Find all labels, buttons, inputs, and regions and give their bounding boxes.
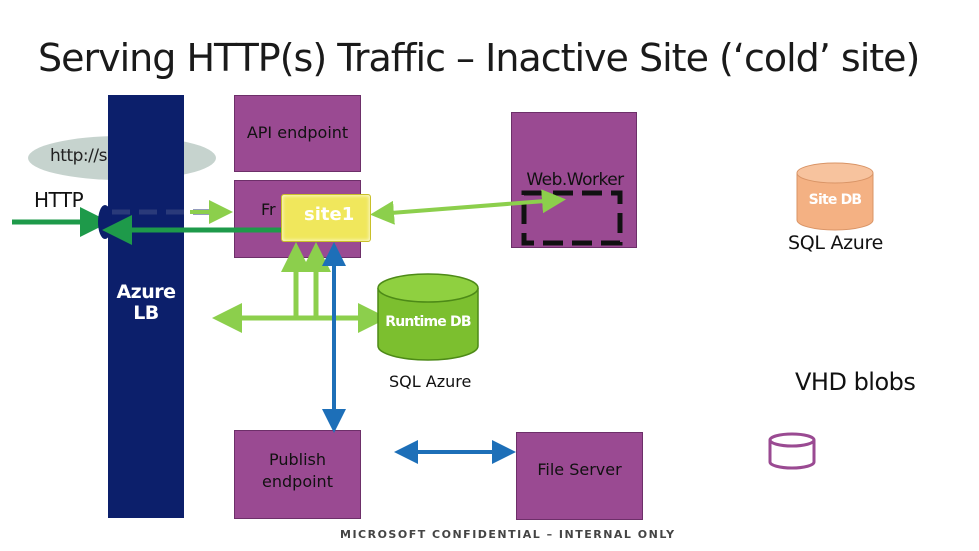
http-label: HTTP (34, 188, 84, 212)
azure-lb-label: Azure LB (108, 282, 184, 324)
file-server-box: File Server (516, 432, 643, 520)
lb-entry-blob (98, 205, 112, 239)
site-db-cylinder (796, 162, 874, 231)
vhd-blob-icon (768, 432, 816, 470)
api-endpoint-label: API endpoint (246, 123, 349, 142)
front-end-label: Fr (261, 200, 276, 219)
runtime-db-label: Runtime DB (385, 314, 471, 330)
runtime-db-cylinder (377, 273, 479, 361)
sql-azure-site-label: SQL Azure (788, 232, 884, 254)
file-server-label: File Server (537, 460, 622, 479)
site1-highlight: site1 (281, 194, 371, 242)
azure-lb-label-line1: Azure (116, 281, 176, 303)
site1-worker-arrow (370, 189, 566, 225)
publish-line2: endpoint (262, 472, 333, 491)
sql-azure-runtime-label: SQL Azure (389, 372, 472, 391)
vhd-blobs-label: VHD blobs (795, 368, 916, 396)
site-db-label: Site DB (808, 192, 862, 208)
site1-label: site1 (304, 204, 355, 225)
azure-lb-label-line2: LB (133, 302, 159, 324)
confidential-footer: MICROSOFT CONFIDENTIAL – INTERNAL ONLY (340, 528, 676, 541)
web-worker-label: Web.Worker (526, 170, 624, 190)
publish-endpoint-box: Publish endpoint (234, 430, 361, 519)
web-worker-box (511, 112, 637, 248)
publish-endpoint-label: Publish endpoint (235, 449, 360, 493)
page-title: Serving HTTP(s) Traffic – Inactive Site … (38, 36, 920, 80)
azure-lb-bar (108, 95, 184, 518)
publish-line1: Publish (268, 450, 327, 469)
api-endpoint-box: API endpoint (234, 95, 361, 172)
